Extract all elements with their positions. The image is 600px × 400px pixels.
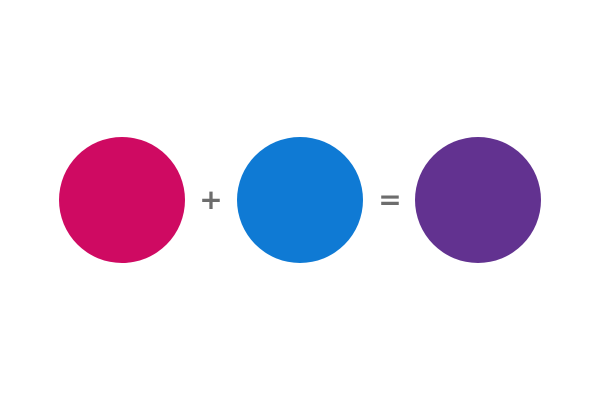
equals-sign: = xyxy=(378,183,402,216)
purple-result-circle xyxy=(415,137,541,263)
blue-circle xyxy=(237,137,363,263)
magenta-circle xyxy=(59,137,185,263)
plus-sign: + xyxy=(199,183,223,216)
